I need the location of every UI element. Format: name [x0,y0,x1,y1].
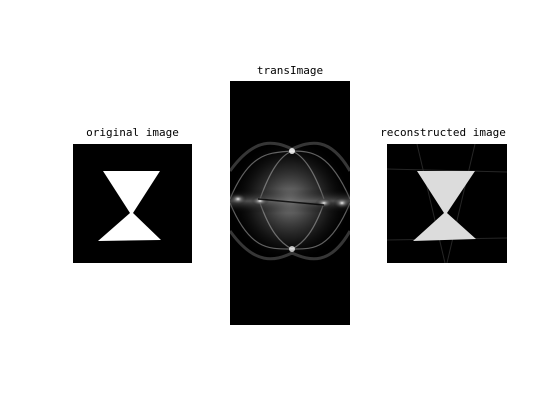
trans-image-panel [230,81,350,325]
reconstructed-image-title: reconstructed image [380,126,506,139]
trans-image-title: transImage [256,64,324,77]
reconstructed-image-panel [387,144,507,263]
original-image-canvas [73,144,192,263]
hourglass-shape [413,171,476,241]
original-image-panel [73,144,192,263]
original-image-title: original image [86,126,179,139]
hourglass-shape [98,171,161,241]
trans-image-canvas [230,81,350,325]
reconstructed-image-canvas [387,144,507,263]
